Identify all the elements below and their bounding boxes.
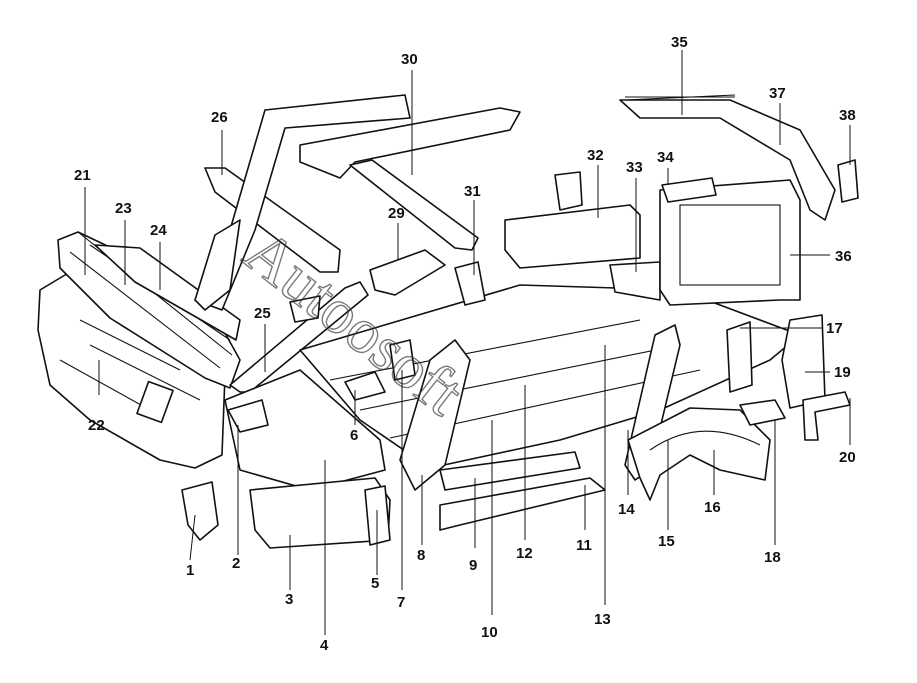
callout-21: 21 bbox=[74, 167, 91, 184]
callout-30: 30 bbox=[401, 51, 418, 68]
part-26-windshield-header bbox=[204, 167, 341, 273]
callout-9: 9 bbox=[469, 557, 477, 574]
callout-24: 24 bbox=[150, 222, 167, 239]
callout-labels: 1 2 3 4 5 6 7 8 9 10 11 12 13 14 15 16 1… bbox=[74, 34, 856, 654]
callout-23: 23 bbox=[115, 200, 132, 217]
callout-36: 36 bbox=[835, 248, 852, 265]
callout-5: 5 bbox=[371, 575, 379, 592]
part-30-roof-bow bbox=[349, 159, 479, 251]
callout-15: 15 bbox=[658, 533, 675, 550]
part-20-hook-bracket bbox=[802, 391, 851, 441]
part-33-rear-panel bbox=[609, 261, 661, 301]
leader-lines bbox=[84, 50, 851, 635]
callout-7: 7 bbox=[397, 594, 405, 611]
part-2-mount-bracket bbox=[227, 399, 269, 433]
callout-8: 8 bbox=[417, 547, 425, 564]
part-30-roof-rail bbox=[299, 107, 521, 179]
part-19-rear-panel bbox=[781, 314, 826, 409]
callout-10: 10 bbox=[481, 624, 498, 641]
callout-26: 26 bbox=[211, 109, 228, 126]
part-34-corner-bracket bbox=[661, 177, 717, 203]
callout-32: 32 bbox=[587, 147, 604, 164]
callout-2: 2 bbox=[232, 555, 240, 572]
part-1-mount-bracket bbox=[181, 481, 219, 541]
callout-38: 38 bbox=[839, 107, 856, 124]
part-38-small-bracket bbox=[837, 159, 859, 203]
part-29-hinge-pillar bbox=[369, 249, 446, 296]
part-32-rear-crossmember bbox=[504, 204, 641, 269]
callout-3: 3 bbox=[285, 591, 293, 608]
part-31-bracket bbox=[454, 261, 486, 306]
callout-35: 35 bbox=[671, 34, 688, 51]
callout-18: 18 bbox=[764, 549, 781, 566]
part-left-side-bracket bbox=[289, 295, 321, 323]
callout-37: 37 bbox=[769, 85, 786, 102]
part-21-cowl-panel bbox=[57, 231, 241, 389]
callout-25: 25 bbox=[254, 305, 271, 322]
part-35-37-rear-roof-rail bbox=[619, 99, 836, 221]
callout-31: 31 bbox=[464, 183, 481, 200]
part-8-b-pillar-inner bbox=[399, 339, 471, 491]
callout-6: 6 bbox=[350, 427, 358, 444]
callout-11: 11 bbox=[576, 537, 592, 554]
part-18-bracket bbox=[739, 399, 786, 426]
callout-14: 14 bbox=[618, 501, 635, 518]
part-4-front-floor bbox=[224, 369, 386, 491]
callout-16: 16 bbox=[704, 499, 721, 516]
callout-4: 4 bbox=[320, 637, 329, 654]
callout-12: 12 bbox=[516, 545, 533, 562]
part-15-16-wheelhouse bbox=[627, 407, 771, 501]
callout-1: 1 bbox=[186, 562, 194, 579]
callout-33: 33 bbox=[626, 159, 643, 176]
callout-13: 13 bbox=[594, 611, 611, 628]
callout-34: 34 bbox=[657, 149, 674, 166]
callout-19: 19 bbox=[834, 364, 851, 381]
part-left-a-pillar-lower bbox=[194, 219, 241, 311]
callout-29: 29 bbox=[388, 205, 405, 222]
part-38a-rear-latch bbox=[554, 171, 583, 211]
part-7-bracket bbox=[389, 339, 416, 381]
part-36-rear-window-frame bbox=[659, 179, 801, 306]
part-9-rocker-sill bbox=[439, 477, 606, 531]
part-24-cowl-top bbox=[94, 244, 241, 341]
callout-20: 20 bbox=[839, 449, 856, 466]
callout-22: 22 bbox=[88, 417, 105, 434]
callout-17: 17 bbox=[826, 320, 843, 337]
part-17-rear-bracket bbox=[726, 321, 753, 393]
